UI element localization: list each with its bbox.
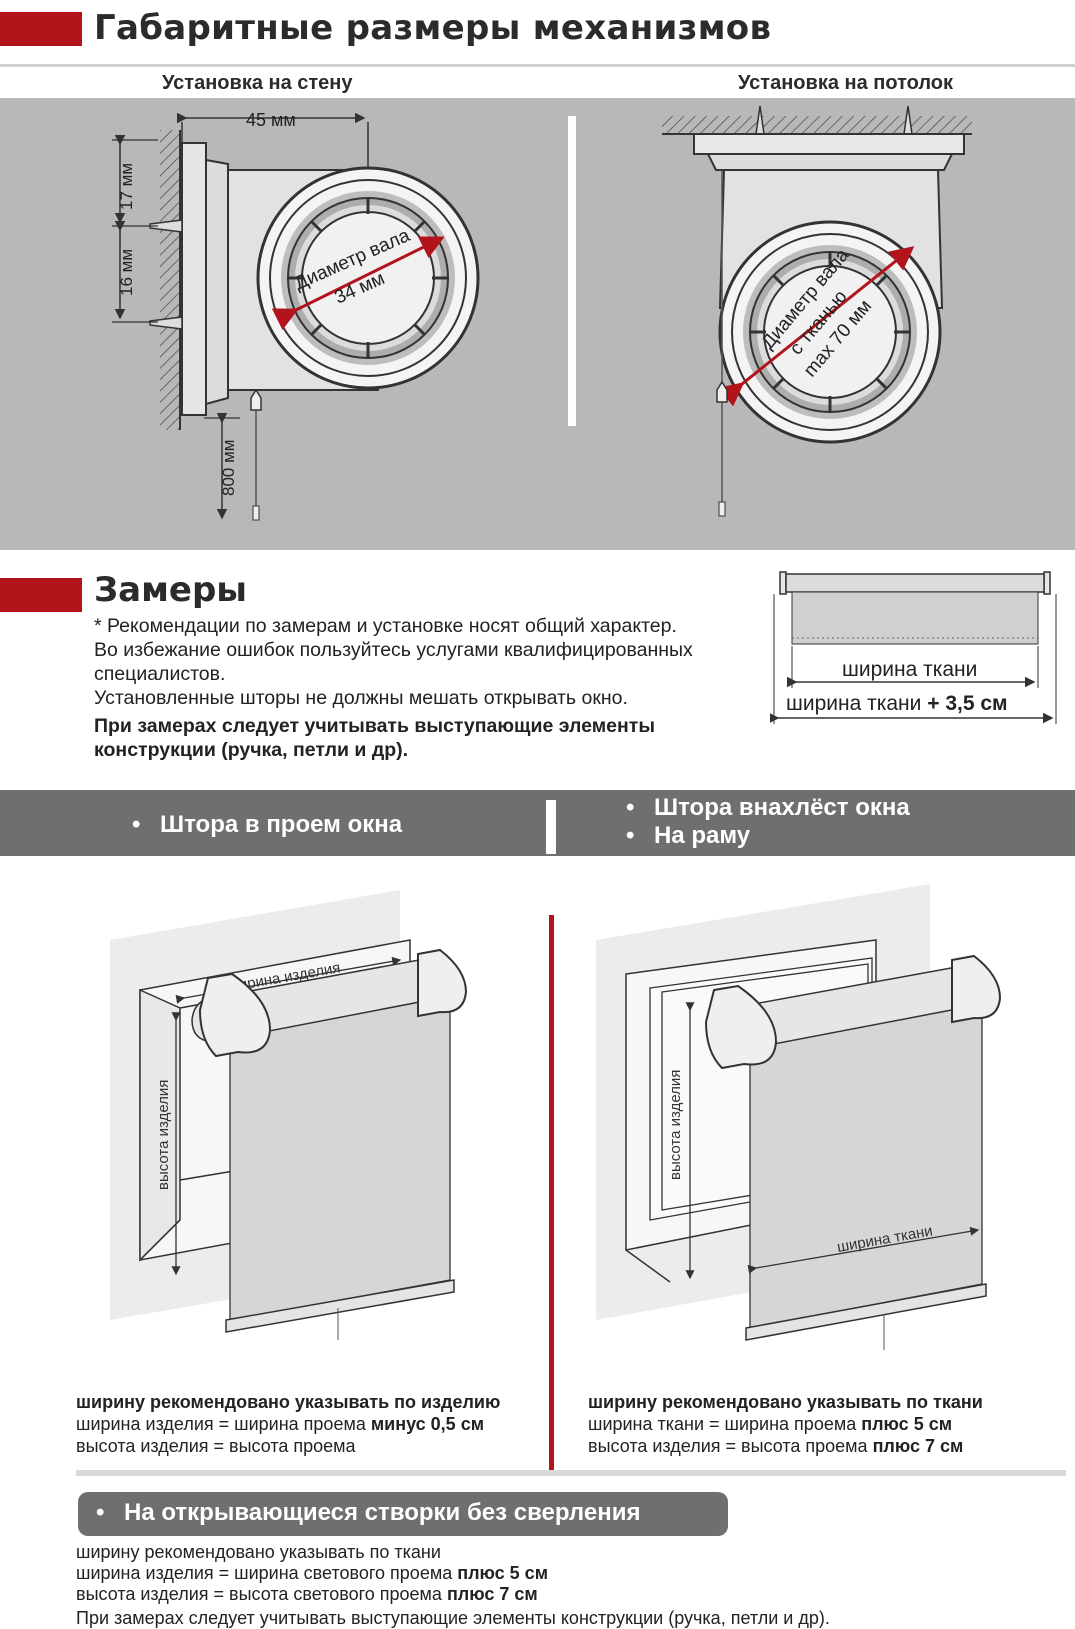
wall-bottom-dimension: 16 мм [117, 249, 136, 296]
product-height-label: высота изделия [155, 1080, 172, 1190]
bottom-divider [76, 1470, 1066, 1476]
fabric-panel [791, 591, 1039, 645]
case-divider [549, 915, 554, 1475]
right-caption-height-value: плюс 7 см [872, 1436, 964, 1456]
measure-note-4: Установленные шторы не должны мешать отк… [94, 687, 628, 709]
wall-bracket [181, 142, 207, 416]
fabric-width-diagram: ширина ткани ширина ткани + 3,5 см [770, 571, 1057, 724]
right-caption-width-text: ширина ткани = ширина проема [588, 1414, 862, 1434]
sash-caption-4: При замерах следует учитывать выступающи… [76, 1608, 830, 1628]
wall-width-dimension: 45 мм [246, 110, 296, 130]
right-caption-width-value: плюс 5 см [861, 1414, 953, 1434]
left-caption-height: высота изделия = высота проема [76, 1436, 356, 1456]
mechanism-diagrams: Диаметр вала 34 мм 45 мм 17 мм 16 мм 800… [112, 105, 972, 521]
ceiling-mount-label: Установка на потолок [738, 72, 953, 94]
header-accent-bar [0, 12, 82, 46]
end-cap [704, 984, 778, 1070]
band-overlap: Штора внахлёст окна [630, 794, 910, 822]
sash-caption-3-value: плюс 7 см [446, 1584, 538, 1604]
fabric-plus-label: ширина ткани [786, 692, 927, 715]
sash-caption-2-text: ширина изделия = ширина светового проема [76, 1563, 458, 1583]
page-title: Габаритные размеры механизмов [94, 8, 772, 48]
measure-note-2: Во избежание ошибок пользуйтесь услугами… [94, 639, 693, 661]
roller-tube [785, 573, 1045, 593]
wall-top-dimension: 17 мм [117, 163, 136, 210]
sash-caption-1: ширину рекомендовано указывать по ткани [76, 1542, 441, 1562]
measure-accent-bar [0, 578, 82, 612]
sash-mount-title: На открывающиеся створки без сверления [100, 1499, 640, 1527]
right-caption-height: высота изделия = высота проема плюс 7 см [588, 1436, 963, 1457]
band-divider [546, 800, 556, 854]
fabric-plus-value: + 3,5 см [927, 692, 1007, 715]
sash-caption-3-text: высота изделия = высота светового проема [76, 1584, 447, 1604]
left-caption-width-value: минус 0,5 см [370, 1414, 485, 1434]
screw-icon [149, 219, 183, 330]
bottom-bar [745, 1283, 987, 1341]
measure-warning-1: При замерах следует учитывать выступающи… [94, 715, 655, 737]
in-opening-illustration: ширина изделия высота изделия [110, 890, 468, 1340]
panel-divider [568, 116, 576, 426]
chain-length-dimension: 800 мм [219, 440, 238, 496]
right-caption-title: ширину рекомендовано указывать по ткани [588, 1392, 983, 1412]
fabric-width-label: ширина ткани [842, 658, 977, 681]
left-caption-width-text: ширина изделия = ширина проема [76, 1414, 371, 1434]
ceiling-hatch [662, 116, 972, 134]
wall-hatch [160, 130, 180, 430]
header-divider [0, 64, 1075, 67]
end-cap [198, 972, 272, 1058]
right-caption-width: ширина ткани = ширина проема плюс 5 см [588, 1414, 952, 1435]
measure-title: Замеры [94, 570, 248, 610]
overlap-illustration: высота изделия ширина ткани [596, 884, 1002, 1350]
right-caption-height-text: высота изделия = высота проема [588, 1436, 873, 1456]
product-height-label: высота изделия [667, 1070, 684, 1180]
band-in-opening: Штора в проем окна [136, 811, 402, 839]
wall-mount-label: Установка на стену [162, 72, 353, 94]
sash-caption-2: ширина изделия = ширина светового проема… [76, 1563, 548, 1584]
sash-caption-2-value: плюс 5 см [457, 1563, 549, 1583]
bottom-bar [225, 1279, 455, 1333]
sash-caption-3: высота изделия = высота светового проема… [76, 1584, 538, 1605]
left-caption-title: ширину рекомендовано указывать по издели… [76, 1392, 501, 1412]
left-caption-width: ширина изделия = ширина проема минус 0,5… [76, 1414, 484, 1435]
ceiling-mount-diagram: Диаметр вала с тканью max 70 мм [662, 105, 972, 517]
measure-note-3: специалистов. [94, 663, 226, 685]
ceiling-bracket [693, 133, 965, 155]
wall-mount-diagram: Диаметр вала 34 мм 45 мм 17 мм 16 мм 800… [112, 110, 480, 521]
svg-text:ширина ткани + 3,5 см: ширина ткани + 3,5 см [786, 692, 1008, 715]
band-on-frame: На раму [630, 822, 750, 850]
measure-note-1: * Рекомендации по замерам и установке но… [94, 615, 677, 637]
measure-warning-2: конструкции (ручка, петли и др). [94, 739, 409, 761]
